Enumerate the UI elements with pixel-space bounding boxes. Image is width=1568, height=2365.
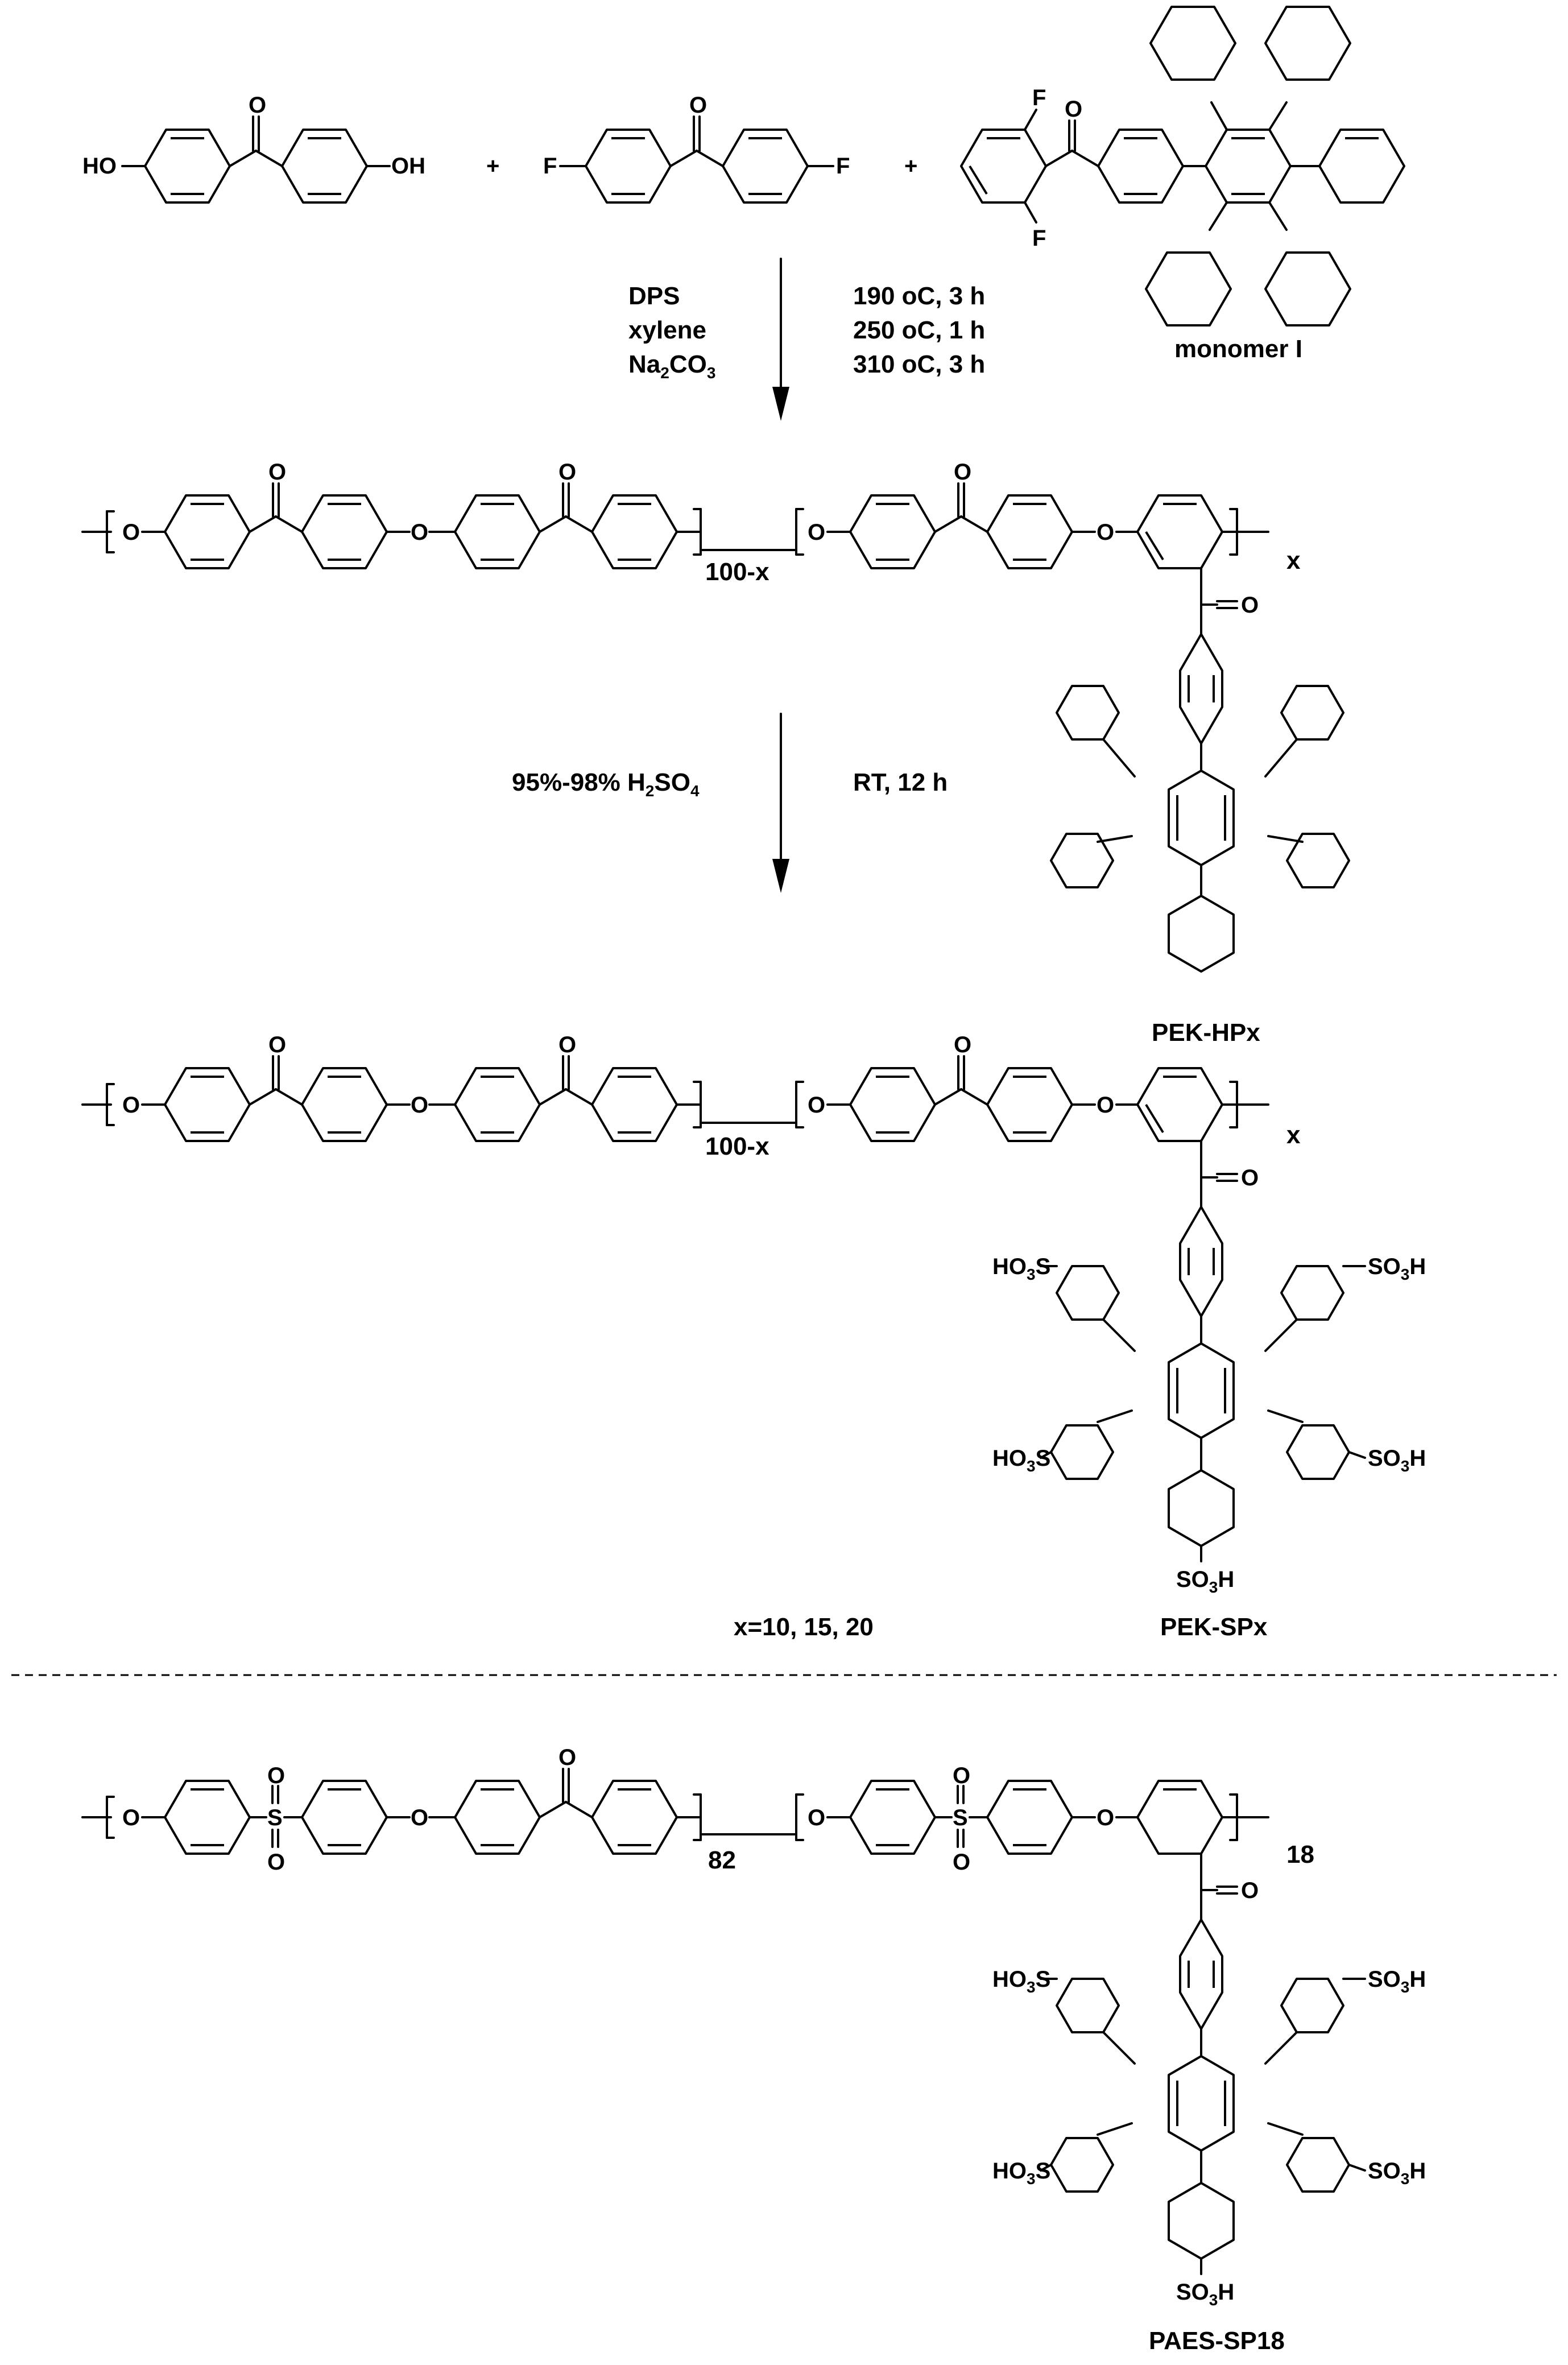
- atom-f: F: [1032, 226, 1046, 251]
- svg-text:S: S: [267, 1805, 283, 1830]
- reactant-dihydroxybenzophenone: HO O OH: [82, 93, 425, 204]
- reaction-arrow-1: [772, 258, 789, 421]
- atom-f: F: [836, 154, 850, 179]
- group-ho3s: HO3S: [992, 1254, 1050, 1283]
- atom-o-carbonyl: O: [689, 93, 707, 118]
- subscript-18: 18: [1286, 1841, 1314, 1868]
- group-so3h: SO3H: [1368, 2159, 1426, 2188]
- group-so3h: SO3H: [1176, 2280, 1234, 2309]
- reagent-na2co3: Na2CO3: [628, 350, 715, 382]
- svg-text:O: O: [267, 1763, 285, 1788]
- atom-o-carbonyl: O: [1065, 97, 1082, 122]
- condition-250: 250 oC, 1 h: [853, 316, 985, 344]
- svg-text:O: O: [808, 1805, 825, 1830]
- polymer-paes-sp18-structure: O S O O O O: [81, 1745, 1269, 2152]
- polymer-hp-label: PEK-HPx: [1152, 1019, 1260, 1047]
- group-so3h: SO3H: [1368, 1254, 1426, 1283]
- atom-f: F: [1032, 85, 1046, 110]
- reagent-xylene: xylene: [628, 316, 706, 344]
- svg-text:O: O: [953, 1763, 970, 1788]
- atom-ho: HO: [82, 154, 117, 179]
- group-ho3s: HO3S: [992, 2159, 1050, 2188]
- reagent-h2so4: 95%-98% H2SO4: [512, 768, 700, 800]
- condition-rt: RT, 12 h: [853, 768, 948, 796]
- group-ho3s: HO3S: [992, 1446, 1050, 1475]
- group-ho3s: HO3S: [992, 1967, 1050, 1996]
- svg-text:O: O: [411, 1805, 428, 1830]
- group-so3h: SO3H: [1368, 1446, 1426, 1475]
- plus-sign-2: +: [904, 154, 917, 179]
- reactant-difluorobenzophenone: F O F: [543, 93, 850, 204]
- polymer-sp-label: PEK-SPx: [1160, 1613, 1268, 1641]
- subscript-100-x-2: 100-x: [705, 1132, 769, 1160]
- svg-text:O: O: [122, 1805, 140, 1830]
- group-so3h: SO3H: [1368, 1967, 1426, 1996]
- atom-oh: OH: [391, 154, 425, 179]
- pendant-sulfonated: HO3S SO3H HO3S SO3H SO3H: [992, 1254, 1426, 1596]
- svg-text:O: O: [558, 1745, 576, 1770]
- svg-text:O: O: [1241, 1878, 1259, 1903]
- svg-text:O: O: [267, 1850, 285, 1875]
- monomer-i-structure: F F O: [960, 6, 1405, 326]
- subscript-100-x: 100-x: [705, 558, 769, 586]
- reaction-arrow-2: [772, 713, 789, 893]
- svg-text:S: S: [953, 1805, 968, 1830]
- svg-text:O: O: [1097, 1805, 1114, 1830]
- reagent-dps: DPS: [628, 282, 680, 310]
- pendant-hexaphenyl: [1050, 685, 1350, 973]
- subscript-82: 82: [708, 1846, 736, 1874]
- x-values: x=10, 15, 20: [734, 1613, 874, 1641]
- subscript-x: x: [1286, 547, 1301, 574]
- plus-sign-1: +: [486, 154, 499, 179]
- monomer-label: monomer I: [1174, 335, 1302, 363]
- svg-text:O: O: [953, 1850, 970, 1875]
- polymer-pek-hpx-structure: [81, 458, 1269, 866]
- subscript-x-2: x: [1286, 1121, 1301, 1149]
- group-so3h: SO3H: [1176, 1567, 1234, 1596]
- polymer-pek-spx-structure: [81, 1031, 1269, 1439]
- pendant-sulfonated-paes: HO3S SO3H HO3S SO3H SO3H: [992, 1967, 1426, 2309]
- polymer-paes-label: PAES-SP18: [1149, 2327, 1285, 2355]
- condition-190: 190 oC, 3 h: [853, 282, 985, 310]
- condition-310: 310 oC, 3 h: [853, 350, 985, 378]
- atom-f: F: [543, 154, 557, 179]
- atom-o-carbonyl: O: [249, 93, 266, 118]
